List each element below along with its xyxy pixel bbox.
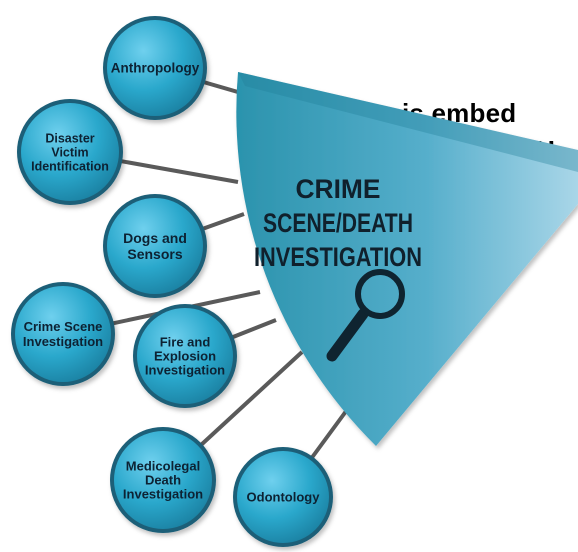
center-title-line1: CRIME xyxy=(296,174,381,204)
center-wedge xyxy=(236,72,578,446)
center-title-line2: SCENE/DEATH xyxy=(263,208,413,238)
node-label-line: Death xyxy=(145,473,181,488)
node-label-line: Odontology xyxy=(247,490,321,505)
wedge-shade xyxy=(238,72,578,172)
node-fill xyxy=(15,286,111,382)
node-label-line: Fire and xyxy=(160,335,211,350)
center-title: CRIME SCENE/DEATH INVESTIGATION xyxy=(254,174,422,272)
node-label-line: Victim xyxy=(51,145,88,159)
magnifying-glass-icon xyxy=(326,269,405,362)
node-label-line: Crime Scene xyxy=(24,319,103,334)
node-label-line: Explosion xyxy=(154,349,216,364)
node-label-line: Anthropology xyxy=(111,61,200,76)
node-label-line: Identification xyxy=(31,159,109,173)
node-anthropology: Anthropology xyxy=(103,16,207,120)
node-label-line: Disaster xyxy=(45,131,94,145)
node-group: AnthropologyDisasterVictimIdentification… xyxy=(11,16,333,547)
node-label-line: Investigation xyxy=(23,334,103,349)
node-label-line: Investigation xyxy=(145,363,225,378)
node-label-line: Investigation xyxy=(123,487,203,502)
node-fill xyxy=(21,103,119,201)
node-odontology: Odontology xyxy=(233,447,333,547)
node-fill xyxy=(137,308,233,404)
center-title-line3: INVESTIGATION xyxy=(254,242,422,272)
node-label-line: Sensors xyxy=(127,246,182,262)
node-fill xyxy=(114,431,212,529)
node-label-line: Dogs and xyxy=(123,230,187,246)
node-fill xyxy=(107,20,203,116)
node-fill xyxy=(237,451,329,543)
node-label-line: Medicolegal xyxy=(126,459,200,474)
node-fill xyxy=(107,198,203,294)
